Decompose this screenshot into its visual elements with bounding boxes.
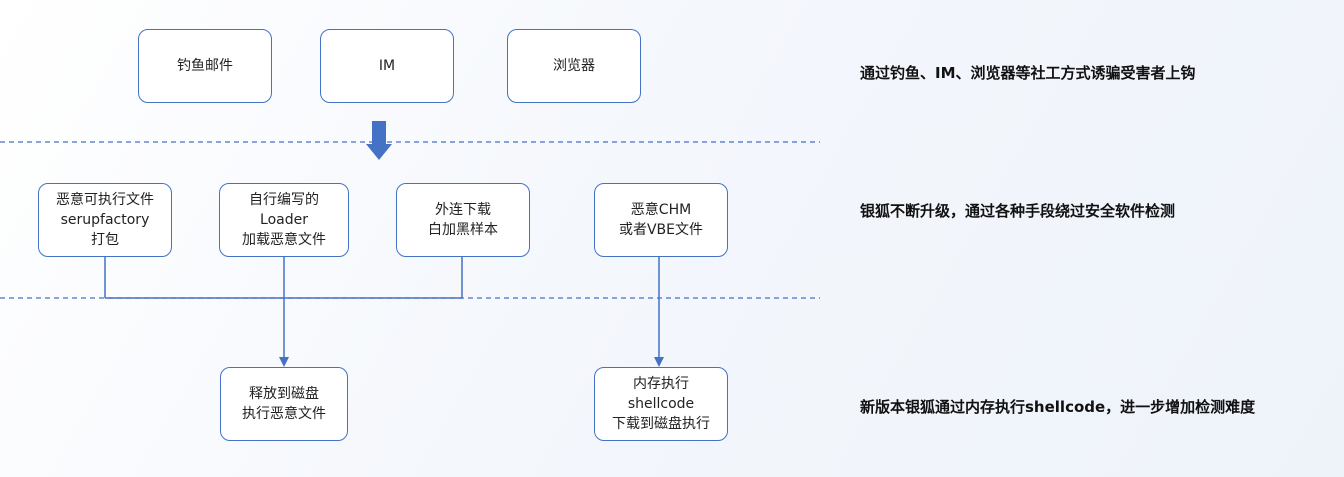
box-line: 自行编写的 — [249, 192, 319, 208]
box-line: 外连下载 — [435, 202, 491, 218]
box-custom-loader: 自行编写的 Loader 加载恶意文件 — [219, 183, 349, 257]
box-browser: 浏览器 — [507, 29, 641, 103]
box-line: 或者VBE文件 — [618, 222, 704, 238]
box-line: 打包 — [91, 232, 119, 248]
box-malicious-executable: 恶意可执行文件 serupfactory 打包 — [38, 183, 172, 257]
box-phishing-email: 钓鱼邮件 — [138, 29, 272, 103]
box-line: 恶意可执行文件 — [56, 192, 154, 208]
box-im: IM — [320, 29, 454, 103]
box-line: Loader — [260, 212, 308, 228]
box-line: 执行恶意文件 — [242, 406, 326, 422]
box-line: 释放到磁盘 — [249, 386, 319, 402]
box-line: serupfactory — [60, 212, 150, 228]
box-malicious-chm-vbe: 恶意CHM 或者VBE文件 — [594, 183, 728, 257]
row3-description: 新版本银狐通过内存执行shellcode，进一步增加检测难度 — [860, 398, 1256, 416]
arrowhead-icon — [279, 357, 289, 367]
arrowhead-icon — [654, 357, 664, 367]
box-line: 白加黑样本 — [428, 222, 498, 238]
box-release-to-disk: 释放到磁盘 执行恶意文件 — [220, 367, 348, 441]
down-arrow-icon — [366, 121, 392, 160]
box-line: IM — [378, 58, 396, 74]
box-line: 下载到磁盘执行 — [612, 416, 710, 432]
box-line: shellcode — [627, 396, 695, 412]
box-line: 恶意CHM — [630, 202, 692, 218]
row1-description: 通过钓鱼、IM、浏览器等社工方式诱骗受害者上钩 — [860, 64, 1196, 82]
box-line: 加载恶意文件 — [242, 232, 326, 248]
box-memory-execution: 内存执行 shellcode 下载到磁盘执行 — [594, 367, 728, 441]
box-line: 浏览器 — [553, 58, 595, 74]
box-line: 钓鱼邮件 — [177, 58, 233, 74]
box-line: 内存执行 — [633, 376, 689, 392]
row2-description: 银狐不断升级，通过各种手段绕过安全软件检测 — [860, 202, 1176, 220]
box-external-download: 外连下载 白加黑样本 — [396, 183, 530, 257]
